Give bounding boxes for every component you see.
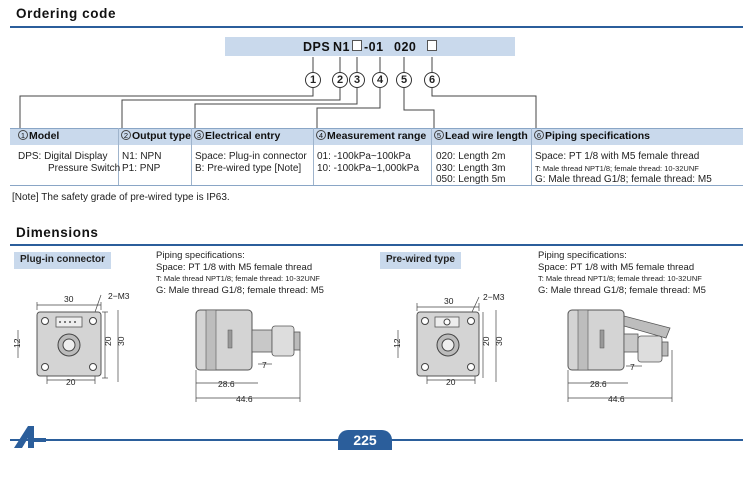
ordering-code-rule bbox=[10, 26, 743, 28]
electrical-prewired: B: Pre-wired type [Note] bbox=[195, 162, 302, 174]
callout-1: 1 bbox=[305, 72, 321, 88]
plug-in-dim-20h: 20 bbox=[66, 377, 76, 387]
callout-lines bbox=[19, 57, 537, 128]
model-line-2: Pressure Switch bbox=[48, 162, 121, 174]
pre-wired-dim-7: 7 bbox=[630, 362, 635, 372]
callout-3: 3 bbox=[349, 72, 365, 88]
pre-wired-dim-30v: 30 bbox=[494, 336, 504, 346]
plug-in-dim-12: 12 bbox=[12, 338, 22, 348]
plug-in-dim-28-6: 28.6 bbox=[218, 379, 235, 389]
plug-in-dim-30: 30 bbox=[64, 294, 74, 304]
code-bar bbox=[225, 37, 515, 56]
plug-in-dim-20v: 20 bbox=[103, 336, 113, 346]
header-num-5: 5 bbox=[434, 130, 444, 140]
tag-plug-in: Plug-in connector bbox=[14, 252, 111, 269]
col-divider bbox=[531, 128, 532, 185]
pre-wired-dimension-drawing: 30 2−M3 12 20 30 20 7 28.6 44.6 bbox=[392, 292, 673, 404]
cell-lead: 020: Length 2m 030: Length 3m 050: Lengt… bbox=[436, 151, 506, 186]
cell-range: 01: -100kPa~100kPa 10: -100kPa~1,000kPa bbox=[317, 151, 419, 174]
electrical-plugin: Space: Plug-in connector bbox=[195, 151, 307, 162]
piping-g: G: Male thread G1/8; female thread: M5 bbox=[535, 174, 712, 185]
safety-note: [Note] The safety grade of pre-wired typ… bbox=[12, 192, 230, 203]
header-label-piping: Piping specifications bbox=[545, 130, 651, 142]
header-num-4: 4 bbox=[316, 130, 326, 140]
header-num-1: 1 bbox=[18, 130, 28, 140]
piping-t: T: Male thread NPT1/8; female thread: 10… bbox=[535, 163, 699, 173]
cell-output: N1: NPN P1: PNP bbox=[122, 151, 161, 174]
plug-in-dimension-drawing: 30 2−M3 12 20 30 20 7 28.6 44.6 bbox=[12, 291, 301, 404]
lead-020: 020: Length 2m bbox=[436, 151, 506, 162]
table-bottom-rule bbox=[10, 185, 743, 186]
pre-wired-dim-20h: 20 bbox=[446, 377, 456, 387]
page-number: 225 bbox=[338, 430, 392, 450]
col-divider bbox=[313, 128, 314, 185]
plug-in-piping-space: Space: PT 1/8 with M5 female thread bbox=[156, 262, 313, 273]
plug-in-piping-title: Piping specifications: bbox=[156, 250, 245, 261]
tag-pre-wired: Pre-wired type bbox=[380, 252, 461, 269]
code-part-lead: 020 bbox=[394, 40, 417, 54]
dimensions-rule bbox=[10, 244, 743, 246]
plug-in-dim-m3: 2−M3 bbox=[108, 291, 130, 301]
header-num-2: 2 bbox=[121, 130, 131, 140]
output-npn: N1: NPN bbox=[122, 151, 162, 162]
range-01: 01: -100kPa~100kPa bbox=[317, 151, 411, 162]
plug-in-dim-30v: 30 bbox=[116, 336, 126, 346]
plug-in-piping-g: G: Male thread G1/8; female thread: M5 bbox=[156, 285, 324, 296]
code-part-output: N1 bbox=[333, 40, 350, 54]
header-label-output: Output type bbox=[132, 130, 191, 142]
piping-space: Space: PT 1/8 with M5 female thread bbox=[535, 151, 700, 162]
code-box-piping bbox=[427, 40, 437, 51]
header-label-model: Model bbox=[29, 130, 60, 142]
cell-model: DPS: Digital Display Pressure Switch bbox=[18, 151, 120, 174]
header-label-range: Measurement range bbox=[327, 130, 427, 142]
plug-in-piping-t: T: Male thread NPT1/8; female thread: 10… bbox=[156, 274, 320, 283]
header-num-3: 3 bbox=[194, 130, 204, 140]
header-label-electrical: Electrical entry bbox=[205, 130, 281, 142]
plug-in-dim-7: 7 bbox=[262, 360, 267, 370]
code-box-electrical bbox=[352, 40, 362, 51]
dimensions-title: Dimensions bbox=[16, 225, 99, 240]
code-part-range: -01 bbox=[364, 40, 384, 54]
lead-050: 050: Length 5m bbox=[436, 174, 506, 185]
plug-in-dim-44-6: 44.6 bbox=[236, 394, 253, 404]
pre-wired-dim-m3: 2−M3 bbox=[483, 292, 505, 302]
output-pnp: P1: PNP bbox=[122, 162, 161, 174]
brand-logo bbox=[14, 426, 46, 448]
col-divider bbox=[431, 128, 432, 185]
pre-wired-piping-space: Space: PT 1/8 with M5 female thread bbox=[538, 262, 695, 273]
callout-6: 6 bbox=[424, 72, 440, 88]
ordering-code-title: Ordering code bbox=[16, 6, 117, 21]
header-num-6: 6 bbox=[534, 130, 544, 140]
pre-wired-piping-title: Piping specifications: bbox=[538, 250, 627, 261]
pre-wired-piping-g: G: Male thread G1/8; female thread: M5 bbox=[538, 285, 706, 296]
code-part-model: DPS bbox=[303, 40, 331, 54]
cell-electrical: Space: Plug-in connector B: Pre-wired ty… bbox=[195, 151, 307, 174]
callout-5: 5 bbox=[396, 72, 412, 88]
callout-2: 2 bbox=[332, 72, 348, 88]
pre-wired-dim-20v: 20 bbox=[481, 336, 491, 346]
lead-030: 030: Length 3m bbox=[436, 162, 506, 174]
header-label-lead: Lead wire length bbox=[445, 130, 528, 142]
cell-piping: Space: PT 1/8 with M5 female thread T: M… bbox=[535, 151, 712, 186]
pre-wired-dim-28-6: 28.6 bbox=[590, 379, 607, 389]
col-divider bbox=[118, 128, 119, 185]
spec-table-header bbox=[10, 128, 743, 145]
model-line-1: DPS: Digital Display bbox=[18, 151, 108, 162]
pre-wired-dim-44-6: 44.6 bbox=[608, 394, 625, 404]
pre-wired-dim-12: 12 bbox=[392, 338, 402, 348]
range-10: 10: -100kPa~1,000kPa bbox=[317, 162, 420, 174]
callout-4: 4 bbox=[372, 72, 388, 88]
pre-wired-piping-t: T: Male thread NPT1/8; female thread: 10… bbox=[538, 274, 702, 283]
pre-wired-dim-30: 30 bbox=[444, 296, 454, 306]
col-divider bbox=[191, 128, 192, 185]
